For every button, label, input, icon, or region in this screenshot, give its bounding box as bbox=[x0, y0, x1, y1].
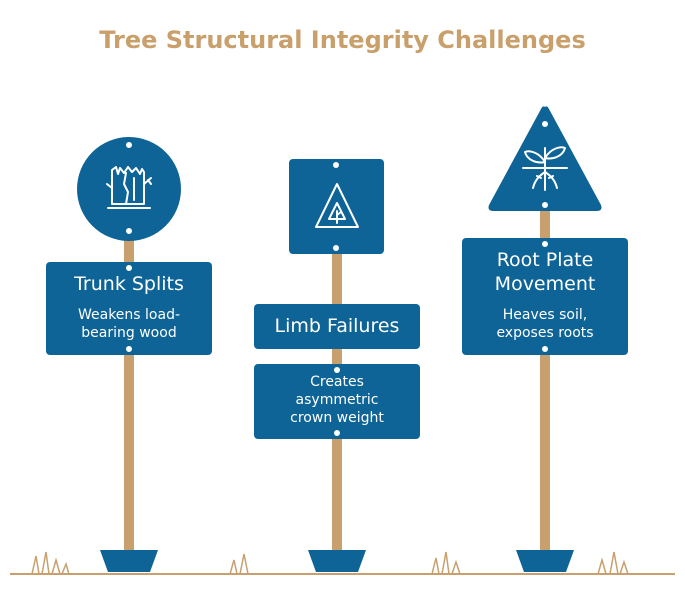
bolt-dot bbox=[542, 346, 548, 352]
sign-panel-trunk-splits: Trunk Splits Weakens load-bearing wood bbox=[46, 262, 212, 355]
sign-heading: Trunk Splits bbox=[74, 273, 184, 295]
sign-pole-trunk-splits bbox=[124, 215, 134, 555]
bolt-dot bbox=[126, 265, 132, 271]
bolt-dot bbox=[334, 430, 340, 436]
bolt-dot bbox=[126, 346, 132, 352]
sign-panel-limb-failures: Creates asymmetric crown weight bbox=[254, 364, 420, 439]
bolt-dot bbox=[334, 367, 340, 373]
sign-base-limb-failures bbox=[308, 550, 366, 572]
bolt-dot bbox=[333, 162, 339, 168]
bolt-dot bbox=[126, 142, 132, 148]
sign-topper-trunk-splits bbox=[77, 137, 181, 241]
sign-topper-limb-failures bbox=[289, 159, 384, 254]
sign-base-root-plate-movement bbox=[516, 550, 574, 572]
ground-line bbox=[10, 551, 675, 575]
sprout-roots-icon bbox=[522, 146, 568, 191]
sign-description: Weakens load-bearing wood bbox=[77, 307, 181, 341]
sign-base-trunk-splits bbox=[100, 550, 158, 572]
sign-heading: Root Plate Movement bbox=[494, 249, 596, 295]
tree-trunk-split-icon bbox=[106, 166, 152, 209]
sign-description: Creates asymmetric crown weight bbox=[290, 374, 384, 426]
sign-pole-root-plate-movement bbox=[540, 205, 550, 555]
bolt-dot bbox=[542, 241, 548, 247]
bolt-dot bbox=[126, 228, 132, 234]
sign-heading: Limb Failures bbox=[274, 315, 400, 337]
sign-description: Heaves soil, exposes roots bbox=[496, 307, 594, 341]
sign-panel-root-plate-movement: Root Plate Movement Heaves soil, exposes… bbox=[462, 238, 628, 355]
diagram-title: Tree Structural Integrity Challenges bbox=[99, 26, 586, 54]
tree-warning-triangle-icon bbox=[315, 183, 359, 228]
bolt-dot bbox=[333, 245, 339, 251]
sign-heading-panel-limb-failures: Limb Failures bbox=[254, 304, 420, 349]
